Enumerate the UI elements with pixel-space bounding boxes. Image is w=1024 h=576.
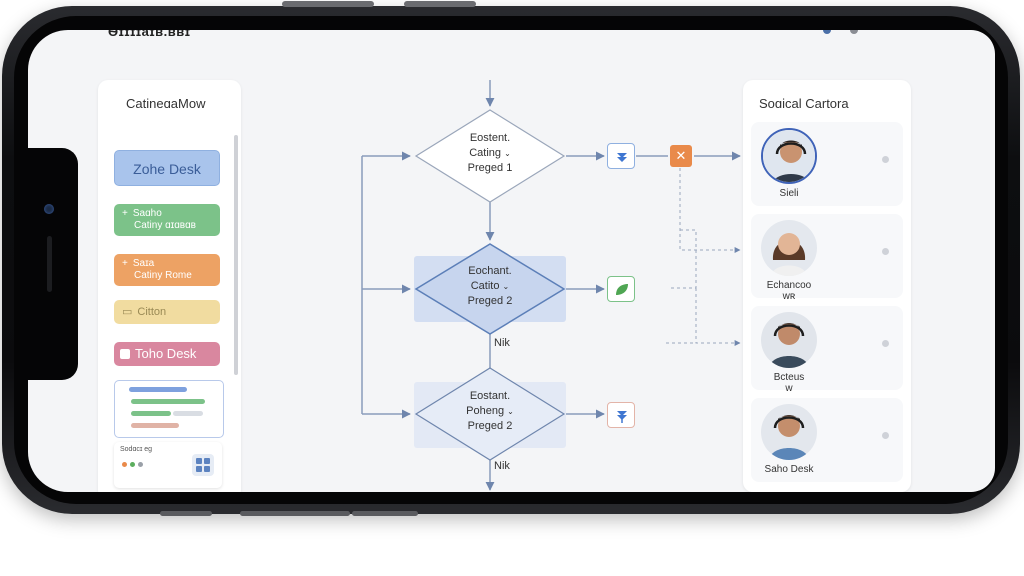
side-button: [352, 511, 418, 516]
diamond-3-label: Eostant. Poheng ⌄ Preged 2: [435, 389, 545, 434]
leaf-node[interactable]: [607, 276, 635, 302]
avatar: [761, 220, 817, 276]
sidebar-scrollbar[interactable]: [234, 135, 238, 375]
flowchart-canvas: [361, 80, 741, 491]
diamond-line: Preged 1: [467, 162, 513, 174]
sidebar-item-label: Citton: [137, 306, 167, 318]
workflow-sidebar: CatineɑaMow Zohe Desk + Saɑho Catiny ɑɪɑʙ…: [98, 80, 241, 492]
preview-bar: [131, 423, 179, 428]
status-dot: [882, 248, 889, 255]
diamond-line: Eostant.: [469, 390, 511, 402]
speaker-grille: [47, 236, 52, 292]
agent-name: Saho Desk: [764, 464, 814, 475]
sidebar-item-sublabel: Catiny Rome: [134, 270, 192, 281]
diamond-line: Poheng: [466, 405, 505, 417]
agent-card[interactable]: Echancoo ᴡʀ: [751, 214, 903, 302]
dashed-connector: [668, 229, 697, 289]
dashed-connector: [679, 168, 741, 253]
decision-diamond-3[interactable]: [414, 367, 566, 461]
agents-panel-title: Soɑical Cartora: [759, 96, 849, 111]
volume-button: [404, 1, 476, 7]
decision-diamond-1[interactable]: [414, 109, 566, 203]
side-button: [160, 511, 212, 516]
agents-panel: Soɑical Cartora Sieli Echancoo ᴡʀ Bcte: [743, 80, 911, 492]
avatar: [761, 312, 817, 368]
status-dot: [882, 340, 889, 347]
settings-card-label: Sodɑcɪ eg: [120, 446, 153, 453]
preview-card[interactable]: [114, 380, 224, 438]
volume-button: [282, 1, 374, 7]
sidebar-item-label: Saɑho: [132, 208, 162, 219]
avatar: [761, 128, 817, 184]
status-bar-text: Ѳɪɪɪɪaɪʙ.ʙʙɪ: [108, 30, 191, 39]
branch-label: Nik: [494, 460, 510, 472]
diamond-1-label: Eostent. Cating ⌄ Preged 1: [435, 131, 545, 176]
filter-node[interactable]: [607, 402, 635, 428]
camera-icon: [44, 204, 54, 214]
agent-name: Echancoo ᴡʀ: [751, 280, 827, 302]
sidebar-item-sales-green[interactable]: + Saɑho Catiny ɑɪɑʙɑʙ: [114, 204, 220, 236]
plus-icon: +: [122, 258, 128, 269]
diamond-line: Eostent.: [469, 132, 511, 144]
sidebar-title: CatineɑaMow: [126, 96, 206, 111]
preview-bar: [131, 411, 171, 416]
agent-name: Sieli: [779, 188, 799, 199]
side-button: [240, 511, 350, 516]
diamond-line: Eochant.: [468, 265, 512, 277]
status-dot: [882, 432, 889, 439]
status-icon: [823, 30, 831, 34]
sidebar-item-citton[interactable]: ▭ Citton: [114, 300, 220, 324]
decision-diamond-2[interactable]: [414, 243, 566, 335]
avatar: [761, 404, 817, 460]
sidebar-item-sublabel: Catiny ɑɪɑʙɑʙ: [134, 220, 196, 231]
filter-node[interactable]: [607, 143, 635, 169]
phone-screen: Ѳɪɪɪɪaɪʙ.ʙʙɪ CatineɑaMow Zohe Desk + Saɑh…: [28, 30, 995, 492]
preview-bar: [173, 411, 203, 416]
agent-name-text: Echancoo: [766, 280, 812, 291]
sidebar-item-sales-orange[interactable]: + Saɪa Catiny Rome: [114, 254, 220, 286]
settings-card[interactable]: Sodɑcɪ eg: [114, 442, 222, 488]
status-dot: [122, 462, 127, 467]
agent-subtitle: ᴡ: [785, 383, 793, 394]
folder-icon: ▭: [122, 306, 133, 318]
agent-card[interactable]: Sieli: [751, 122, 903, 206]
preview-bar: [131, 399, 205, 404]
filter-icon: [617, 153, 627, 162]
plus-icon: +: [122, 208, 128, 219]
diamond-2-label: Eochant. Catito ⌄ Preged 2: [435, 264, 545, 309]
status-dot: [138, 462, 143, 467]
camera-notch: [28, 148, 78, 380]
branch-label: Nik: [494, 337, 510, 349]
diamond-line: Preged 2: [467, 420, 513, 432]
sidebar-item-label: Saɪa: [132, 258, 155, 269]
close-icon[interactable]: ✕: [670, 145, 692, 167]
sidebar-item-zoho-desk[interactable]: Zohe Desk: [114, 150, 220, 186]
status-dot: [882, 156, 889, 163]
diamond-line: Catito: [470, 280, 500, 292]
grid-icon[interactable]: [192, 454, 214, 476]
agent-name-text: Bcteus: [773, 372, 805, 383]
chevron-down-icon: ⌄: [507, 407, 514, 416]
sidebar-item-label: Toho Desk: [135, 346, 197, 361]
diamond-line: Preged 2: [467, 295, 513, 307]
diamond-line: Cating: [469, 147, 502, 159]
chevron-down-icon: ⌄: [502, 282, 510, 291]
sidebar-item-label: Zohe Desk: [133, 161, 201, 177]
filter-icon: [617, 411, 627, 423]
sidebar-item-toho-desk[interactable]: Toho Desk: [114, 342, 220, 366]
preview-bar: [129, 387, 187, 392]
agent-card[interactable]: Bcteus ᴡ: [751, 306, 903, 394]
agent-subtitle: ᴡʀ: [782, 291, 796, 302]
agent-name: Bcteus ᴡ: [751, 372, 827, 394]
status-icon: [850, 30, 858, 34]
agent-card[interactable]: Saho Desk: [751, 398, 903, 482]
desk-icon: [120, 349, 130, 359]
chevron-down-icon: ⌄: [504, 149, 511, 158]
dashed-connector: [695, 288, 741, 346]
leaf-icon: [616, 284, 628, 295]
status-dot: [130, 462, 135, 467]
